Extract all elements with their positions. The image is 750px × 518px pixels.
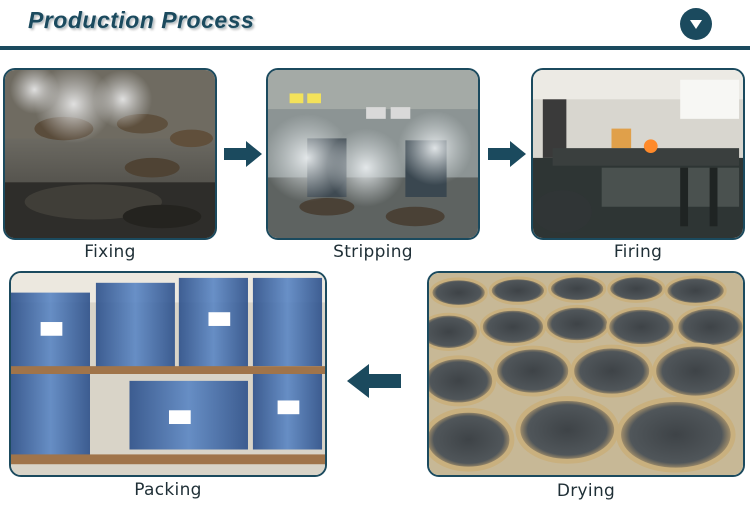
header-divider <box>0 46 750 50</box>
arrow-right-icon <box>224 141 262 167</box>
fixing-photo <box>3 68 217 240</box>
page-header: Production Process <box>0 0 750 50</box>
arrow-left-icon <box>347 364 401 398</box>
menu-button[interactable] <box>680 8 712 40</box>
drying-photo <box>427 271 745 477</box>
packing-photo <box>9 271 327 477</box>
page-title: Production Process <box>28 7 255 33</box>
step-label-packing: Packing <box>134 480 202 500</box>
chevron-down-icon <box>690 20 702 29</box>
step-label-fixing: Fixing <box>84 242 136 262</box>
step-label-drying: Drying <box>556 481 616 501</box>
step-label-firing: Firing <box>613 242 663 262</box>
step-label-stripping: Stripping <box>333 242 413 262</box>
stripping-photo <box>266 68 480 240</box>
arrow-right-icon <box>488 141 526 167</box>
firing-photo <box>531 68 745 240</box>
